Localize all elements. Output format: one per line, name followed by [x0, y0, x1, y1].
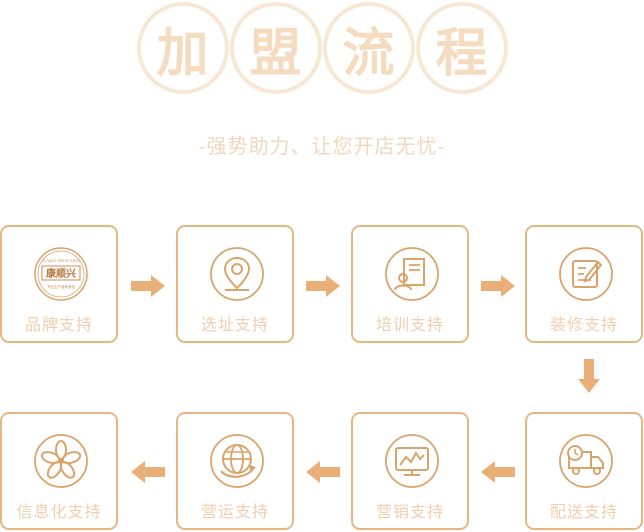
arrow-left-icon — [481, 461, 515, 483]
brand-logo-icon: 康顺兴 GUANG SHUN XING 专业生产各种食品 — [34, 247, 88, 301]
title-char: 加 — [156, 22, 209, 84]
delivery-truck-icon — [559, 434, 613, 488]
flower-network-icon — [34, 434, 88, 488]
brand-logo-text: 康顺兴 — [46, 267, 76, 280]
step-label: 选址支持 — [200, 315, 269, 334]
step-label: 营销支持 — [375, 502, 444, 521]
header: 加 盟 流 程 -强势助力、让您开店无忧- — [0, 0, 644, 158]
step-card-brand[interactable]: 康顺兴 GUANG SHUN XING 专业生产各种食品 品牌支持 — [0, 225, 118, 343]
title-char: 流 — [342, 22, 395, 84]
brand-logo-bottom-text: 专业生产各种食品 — [47, 284, 75, 289]
page-title: 加 盟 流 程 — [136, 2, 508, 98]
page-subtitle: -强势助力、让您开店无忧- — [198, 134, 446, 158]
location-pin-icon — [210, 247, 264, 301]
step-card-location[interactable]: 选址支持 — [176, 225, 294, 343]
step-label: 营运支持 — [200, 502, 269, 521]
step-label: 信息化支持 — [16, 502, 102, 521]
arrow-down-icon — [578, 359, 600, 393]
step-card-delivery[interactable]: 配送支持 — [525, 412, 643, 530]
step-card-decoration[interactable]: 装修支持 — [525, 225, 643, 343]
arrow-left-icon — [306, 461, 340, 483]
edit-document-icon — [559, 247, 613, 301]
arrow-right-icon — [306, 275, 340, 297]
brand-logo-top-text: GUANG SHUN XING — [42, 259, 80, 263]
title-text: 加 盟 流 程 — [136, 12, 508, 84]
step-card-marketing[interactable]: 营销支持 — [351, 412, 469, 530]
marketing-chart-icon — [385, 434, 439, 488]
step-card-operation[interactable]: 营运支持 — [176, 412, 294, 530]
arrow-left-icon — [131, 461, 165, 483]
step-label: 配送支持 — [549, 502, 618, 521]
title-circles-decoration — [137, 2, 508, 94]
step-label: 装修支持 — [549, 315, 618, 334]
step-label: 培训支持 — [375, 315, 444, 334]
step-card-training[interactable]: 培训支持 — [351, 225, 469, 343]
arrow-right-icon — [131, 275, 165, 297]
arrow-right-icon — [481, 275, 515, 297]
training-document-icon — [385, 247, 439, 301]
step-label: 品牌支持 — [24, 315, 93, 334]
title-char: 程 — [435, 22, 488, 84]
title-char: 盟 — [249, 22, 302, 84]
globe-operation-icon — [210, 434, 264, 488]
step-card-informatization[interactable]: 信息化支持 — [0, 412, 118, 530]
